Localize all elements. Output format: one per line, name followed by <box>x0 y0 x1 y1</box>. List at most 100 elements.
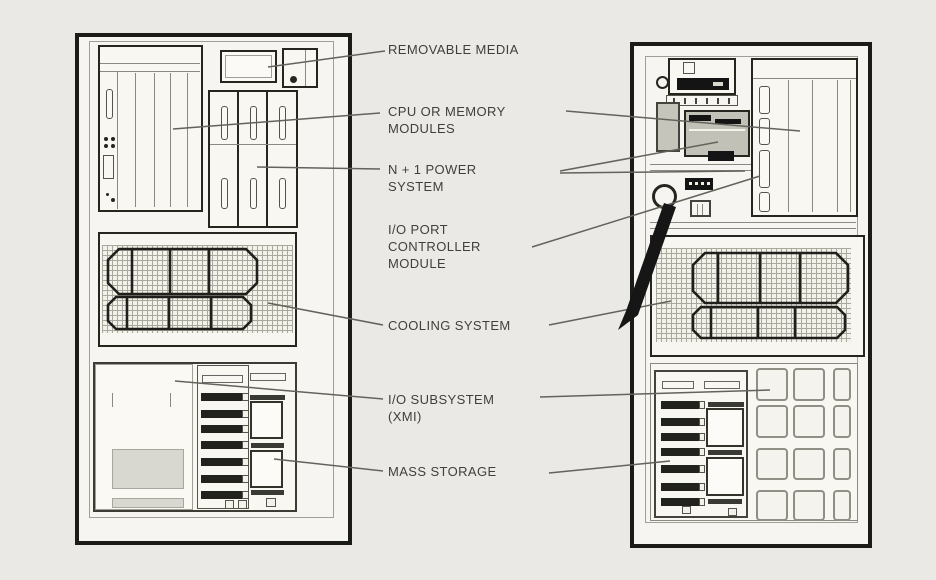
kick-plate <box>112 498 184 508</box>
chassis-seam <box>650 228 856 229</box>
latch <box>242 393 249 401</box>
io-mass-storage-bay-front <box>93 362 297 512</box>
xmi-tray <box>112 449 184 489</box>
blower-outlines <box>106 247 259 331</box>
seam-highlight <box>689 129 745 131</box>
blank-panel <box>756 368 788 401</box>
drive-rail <box>251 443 284 448</box>
pin <box>689 182 692 185</box>
pin <box>707 182 710 185</box>
storage-brick <box>201 393 243 401</box>
console-plate <box>103 155 114 179</box>
label-cpu-memory: CPU OR MEMORY MODULES <box>388 104 506 136</box>
stack-bar <box>662 381 694 389</box>
blank-panel <box>793 490 825 521</box>
panel-dot <box>111 137 115 141</box>
storage-brick <box>201 458 243 466</box>
blank-panel <box>793 368 825 401</box>
power-modules <box>208 90 298 228</box>
tick <box>728 98 730 104</box>
label-mass-storage: MASS STORAGE <box>388 464 497 479</box>
storage-brick <box>201 475 243 483</box>
storage-brick-stack <box>197 365 249 509</box>
drive-rail <box>708 402 744 407</box>
storage-brick <box>201 441 243 449</box>
module-seam <box>210 144 296 145</box>
card-slots <box>100 47 201 210</box>
io-port-slot <box>759 86 770 114</box>
io-connector-block <box>685 178 713 190</box>
tick <box>706 98 708 104</box>
label-io-port: I/O PORT CONTROLLER MODULE <box>388 222 481 271</box>
latch <box>242 491 249 499</box>
front-cabinet-inner-frame <box>89 41 334 518</box>
storage-brick <box>201 410 243 418</box>
panel-mark <box>112 393 113 407</box>
latch <box>242 425 249 433</box>
outlet-socket <box>690 200 711 217</box>
latch <box>242 475 249 483</box>
blank-panel <box>793 405 825 438</box>
drive-rail <box>708 450 742 455</box>
storage-brick <box>661 498 701 506</box>
label-removable-media: REMOVABLE MEDIA <box>388 42 519 57</box>
latch <box>682 506 691 514</box>
mass-storage-drive <box>250 450 283 488</box>
module-divider <box>266 92 268 226</box>
cooling-section-rear <box>650 235 865 357</box>
mass-storage-drive <box>706 408 744 447</box>
pin <box>695 182 698 185</box>
xmi-subsystem-panel <box>95 364 193 510</box>
card-cage-rear <box>751 58 858 217</box>
latch <box>699 401 705 409</box>
panel-dot <box>104 137 108 141</box>
storage-brick <box>661 465 701 473</box>
power-assembly-left <box>656 102 680 152</box>
cooling-grille <box>102 245 293 333</box>
panel-dot <box>106 193 109 196</box>
panel-dot <box>111 198 115 202</box>
latch <box>266 498 276 507</box>
storage-brick <box>201 491 243 499</box>
cooling-grille <box>656 248 851 342</box>
removable-media-drive <box>220 50 277 83</box>
latch <box>699 448 705 456</box>
io-port-slot <box>759 150 770 188</box>
cpu-card-cage <box>98 45 203 212</box>
panel-mark <box>170 393 171 407</box>
label-n1-power: N + 1 POWER SYSTEM <box>388 162 477 194</box>
chassis-seam <box>650 170 755 171</box>
connector-strip <box>689 115 711 121</box>
rear-cabinet <box>630 42 872 548</box>
latch <box>699 483 705 491</box>
blower-outlines <box>691 251 850 340</box>
thumbscrew <box>656 76 669 89</box>
blank-panel <box>833 368 851 401</box>
blank-panel <box>793 448 825 480</box>
latch <box>225 500 234 509</box>
mass-storage-drive <box>706 457 744 496</box>
power-button <box>290 76 297 83</box>
drive-rail <box>708 499 742 504</box>
module-divider <box>237 92 239 226</box>
stack-bar <box>250 373 286 381</box>
vent-slot <box>221 178 228 209</box>
latch <box>728 508 737 516</box>
storage-brick-stack <box>654 370 748 518</box>
storage-brick <box>201 425 243 433</box>
stack-bar <box>704 381 740 389</box>
cooling-section-front <box>98 232 297 347</box>
blank-panel <box>833 448 851 480</box>
card-slot-line <box>187 73 188 207</box>
latch <box>238 500 247 509</box>
panel-dot <box>111 144 115 148</box>
control-panel <box>282 48 318 88</box>
vent-slot <box>279 106 286 140</box>
latch <box>699 433 705 441</box>
storage-brick <box>661 418 701 426</box>
io-mass-storage-bay-rear <box>650 363 858 521</box>
storage-brick <box>661 433 701 441</box>
card-cage-band-line <box>100 71 200 72</box>
latch <box>699 498 705 506</box>
